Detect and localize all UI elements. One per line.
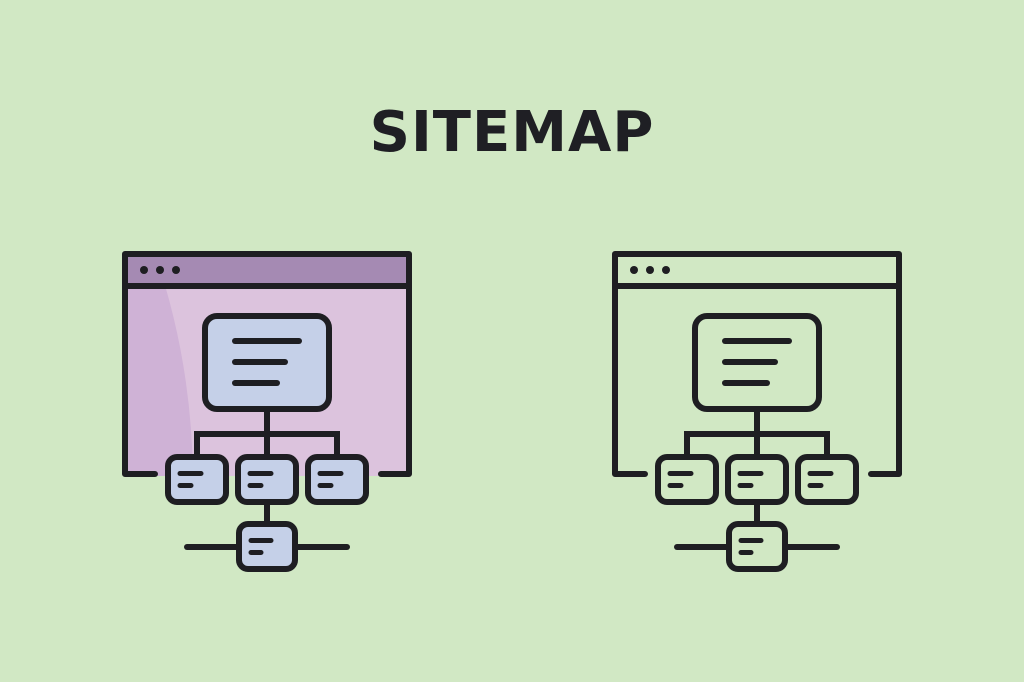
child-node-3 [305,454,369,505]
window-dot-icon [140,266,148,274]
root-node [692,313,822,412]
window-dot-icon [630,266,638,274]
window-titlebar [615,254,899,286]
child-node-1 [165,454,229,505]
tree-connectors [674,406,840,550]
leaf-node [236,521,298,572]
window-shade [125,254,193,476]
window-dot-icon [646,266,654,274]
child-node-2 [725,454,789,505]
window-titlebar [125,254,409,286]
page-title: SITEMAP [369,100,655,165]
window-shade [615,254,683,476]
sitemap-icon-colored [115,244,415,579]
root-node [202,313,332,412]
window-dot-icon [172,266,180,274]
browser-window [612,251,902,477]
child-node-2 [235,454,299,505]
child-node-3 [795,454,859,505]
sitemap-icon-outline [605,244,905,579]
child-node-1 [655,454,719,505]
leaf-node [726,521,788,572]
window-dot-icon [662,266,670,274]
tree-connectors [184,406,350,550]
window-dot-icon [156,266,164,274]
